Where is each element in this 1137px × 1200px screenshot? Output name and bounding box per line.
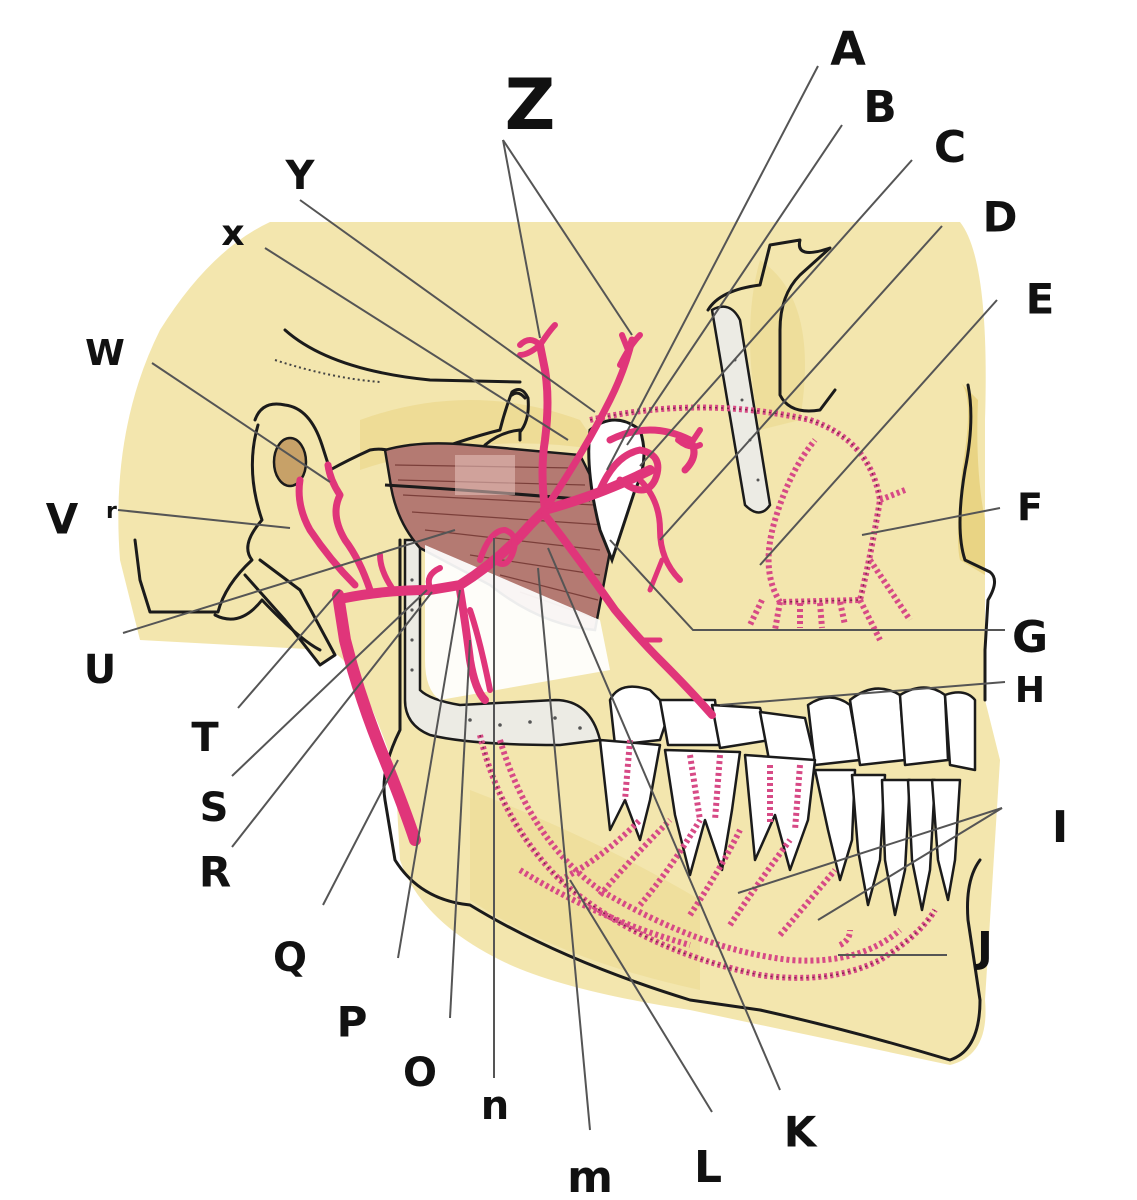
leader-line-l [569, 879, 713, 1113]
leader-line-b [626, 124, 843, 446]
leader-line-c [639, 159, 913, 467]
label-t: T [191, 715, 219, 761]
leader-line-p [397, 589, 461, 959]
label-z: Z [505, 64, 556, 146]
label-y: Y [285, 153, 316, 199]
skull-illustration [118, 222, 1001, 1065]
label-b: B [863, 82, 897, 133]
leader-line-w [151, 362, 331, 483]
label-s: S [200, 785, 229, 831]
leader-line-f [861, 507, 1001, 536]
label-g: G [1012, 612, 1048, 663]
leader-line-o [449, 639, 471, 1019]
leader-line-x [264, 247, 569, 441]
leader-line-g [609, 539, 1005, 631]
label-j: J [974, 923, 993, 972]
leader-line-u [122, 529, 456, 634]
label-w: W [85, 333, 125, 374]
leader-line-z [502, 139, 541, 339]
label-i: I [1052, 802, 1068, 853]
label-e: E [1026, 275, 1055, 324]
label-k: K [784, 1108, 818, 1157]
label-q: Q [273, 935, 307, 981]
leader-line-v [117, 509, 291, 529]
leader-lines [117, 65, 1006, 1131]
label-p: P [337, 998, 368, 1047]
leader-line-h [719, 681, 1006, 706]
stray-mark: r [106, 499, 117, 524]
label-m: m [567, 1152, 613, 1200]
leader-line-r [231, 591, 433, 848]
leader-line-z-2 [502, 139, 633, 336]
label-n: n [481, 1083, 509, 1129]
leader-line-a [606, 65, 819, 471]
label-c: C [934, 122, 966, 173]
leader-line-i-2 [817, 807, 1003, 921]
label-u: U [84, 647, 116, 693]
label-l: L [694, 1142, 722, 1193]
label-o: O [403, 1050, 437, 1096]
label-h: H [1015, 670, 1045, 711]
upper-teeth [608, 685, 977, 772]
label-d: D [983, 193, 1018, 242]
leader-line-t [237, 589, 341, 709]
leader-line-m [537, 567, 591, 1131]
label-r: R [199, 848, 231, 897]
label-f: F [1017, 486, 1043, 530]
label-a: A [830, 22, 866, 76]
maxillary-artery-tree [295, 322, 716, 846]
label-x: x [221, 213, 244, 254]
label-v: V [46, 495, 79, 544]
leader-line-s [231, 589, 428, 777]
leader-line-k [547, 547, 781, 1091]
leader-line-q [322, 759, 399, 906]
dotted-vessel-network [477, 404, 938, 981]
leader-line-d [659, 225, 943, 541]
leader-line-e [759, 299, 998, 566]
leader-line-y [299, 199, 596, 413]
leader-line-i [737, 807, 1003, 894]
lower-teeth [598, 738, 962, 917]
